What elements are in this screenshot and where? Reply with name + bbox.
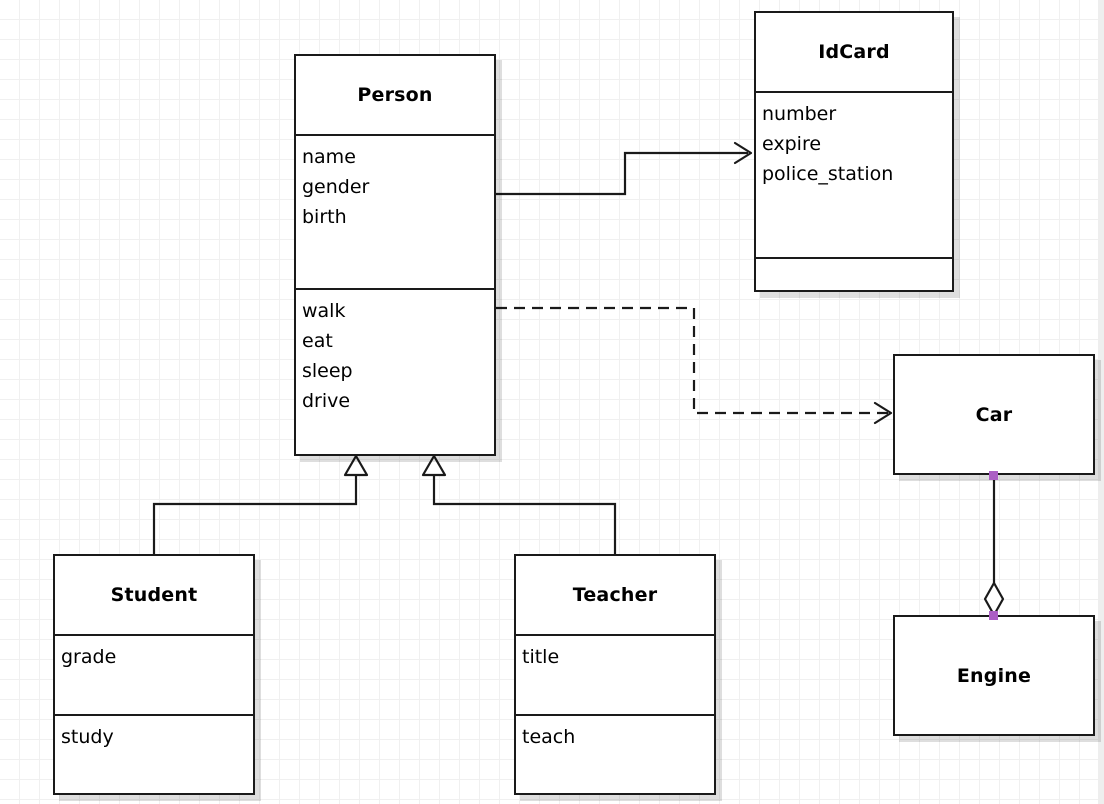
- link-endpoint-handle-car[interactable]: [989, 471, 998, 480]
- generalization-student-person[interactable]: [152, 454, 369, 554]
- association-person-idcard[interactable]: [496, 141, 753, 196]
- class-box-engine[interactable]: Engine: [893, 615, 1095, 736]
- aggregation-car-engine[interactable]: [983, 476, 1005, 617]
- attribute-item: police_station: [762, 163, 894, 185]
- operation-item: sleep: [302, 360, 353, 382]
- operation-item: drive: [302, 390, 351, 412]
- attribute-item: expire: [762, 133, 822, 155]
- class-name-person: Person: [357, 84, 433, 106]
- operations-teacher: teach: [516, 714, 714, 794]
- operation-item: walk: [302, 300, 346, 322]
- class-box-car[interactable]: Car: [893, 354, 1095, 475]
- operation-item: teach: [522, 726, 576, 748]
- class-name-idcard: IdCard: [818, 41, 890, 63]
- class-name-teacher: Teacher: [572, 584, 658, 606]
- operations-student: study: [55, 714, 253, 794]
- class-box-idcard[interactable]: IdCard number expire police_station: [754, 11, 954, 292]
- hollow-triangle-icon: [343, 454, 369, 477]
- attributes-student: grade: [55, 634, 253, 714]
- operations-person: walk eat sleep drive: [296, 288, 494, 454]
- open-arrowhead-icon: [733, 141, 753, 165]
- generalization-teacher-person[interactable]: [421, 454, 617, 554]
- operations-idcard: [756, 257, 952, 294]
- operation-item: eat: [302, 330, 333, 352]
- link-endpoint-handle-engine[interactable]: [989, 611, 998, 620]
- attributes-idcard: number expire police_station: [756, 91, 952, 257]
- open-arrowhead-icon: [873, 401, 893, 425]
- class-name-engine: Engine: [956, 664, 1032, 687]
- hollow-triangle-icon: [421, 454, 447, 477]
- dependency-person-car[interactable]: [496, 306, 893, 425]
- attributes-teacher: title: [516, 634, 714, 714]
- class-name-car: Car: [975, 403, 1013, 426]
- class-box-person[interactable]: Person name gender birth walk eat sleep …: [294, 54, 496, 456]
- attribute-item: gender: [302, 176, 370, 198]
- attribute-item: name: [302, 146, 356, 168]
- class-name-student: Student: [110, 584, 198, 606]
- canvas-right-edge-strip: [1098, 0, 1104, 804]
- attributes-person: name gender birth: [296, 134, 494, 288]
- operation-item: study: [61, 726, 114, 748]
- attribute-item: number: [762, 103, 837, 125]
- attribute-item: grade: [61, 646, 117, 668]
- attribute-item: title: [522, 646, 560, 668]
- attribute-item: birth: [302, 206, 347, 228]
- class-box-teacher[interactable]: Teacher title teach: [514, 554, 716, 795]
- class-box-student[interactable]: Student grade study: [53, 554, 255, 795]
